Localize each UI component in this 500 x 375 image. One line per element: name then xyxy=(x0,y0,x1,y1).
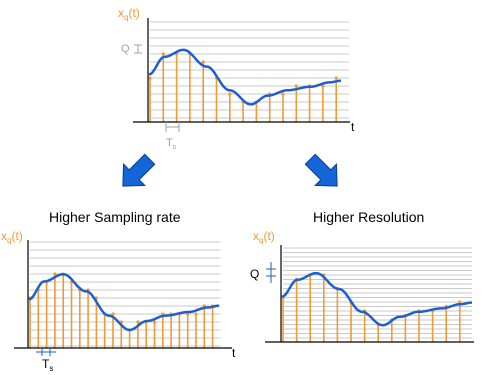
top-signal-curve xyxy=(148,48,342,106)
left-diagram: Higher Sampling rate xq(t) t Ts xyxy=(1,209,236,373)
left-sample-point xyxy=(53,272,57,276)
top-sample-point xyxy=(294,84,298,88)
top-sample-point xyxy=(334,76,338,80)
left-sample-point xyxy=(136,320,140,324)
right-diagram: Higher Resolution xq(t) Q xyxy=(250,209,474,343)
left-sample-point xyxy=(152,320,157,324)
right-quantization-marker xyxy=(266,262,276,283)
right-grid-lines xyxy=(283,247,472,339)
top-x-axis-label: t xyxy=(351,120,355,134)
right-diagram-title: Higher Resolution xyxy=(313,209,424,225)
left-grid-lines xyxy=(30,241,220,347)
left-signal-curve xyxy=(28,272,220,332)
right-sample-point xyxy=(458,300,462,304)
left-sample-point xyxy=(111,312,115,316)
top-sampling-period-marker xyxy=(165,122,180,132)
left-sampling-period-label: Ts xyxy=(42,357,53,373)
right-y-axis-label: xq(t) xyxy=(253,229,275,245)
top-quantization-label: Q xyxy=(121,43,130,55)
right-signal-curve xyxy=(281,271,473,327)
left-sampling-period-marker xyxy=(36,348,56,356)
left-y-axis-label: xq(t) xyxy=(1,229,23,245)
top-grid-lines xyxy=(150,21,349,119)
right-quantization-label: Q xyxy=(250,267,259,281)
top-y-axis-label: xq(t) xyxy=(118,6,140,22)
top-sampling-period-label: Ts xyxy=(166,137,177,151)
left-x-axis-label: t xyxy=(232,346,236,360)
top-sample-point xyxy=(161,52,165,56)
top-sample-point xyxy=(148,76,152,80)
left-sample-stems xyxy=(28,272,215,348)
top-quantization-marker xyxy=(134,44,142,54)
left-sample-point xyxy=(194,312,198,316)
top-sample-point xyxy=(228,92,232,96)
top-sample-point xyxy=(281,92,285,96)
arrow-to-higher-sampling-rate xyxy=(122,153,156,187)
right-sample-stems xyxy=(281,273,462,342)
top-sample-point xyxy=(201,60,205,64)
top-sample-point xyxy=(321,84,325,88)
left-diagram-title: Higher Sampling rate xyxy=(49,209,181,225)
top-diagram: xq(t) t Q Ts xyxy=(118,6,355,151)
arrow-to-higher-resolution xyxy=(304,153,338,187)
